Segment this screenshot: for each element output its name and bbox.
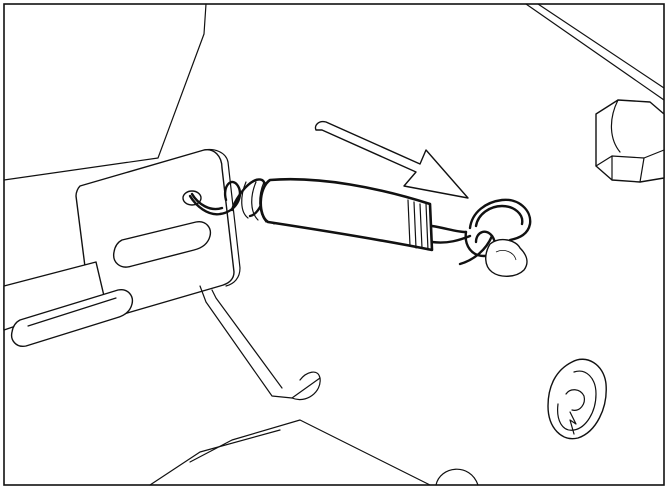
tension-spring bbox=[188, 177, 434, 252]
background-panel-edges bbox=[3, 3, 665, 486]
retaining-clip bbox=[547, 358, 607, 440]
mounting-bracket bbox=[3, 148, 321, 401]
hex-nut bbox=[595, 99, 665, 183]
direction-arrow bbox=[314, 120, 469, 199]
figure-frame bbox=[3, 3, 665, 486]
anchor-post bbox=[485, 238, 528, 277]
